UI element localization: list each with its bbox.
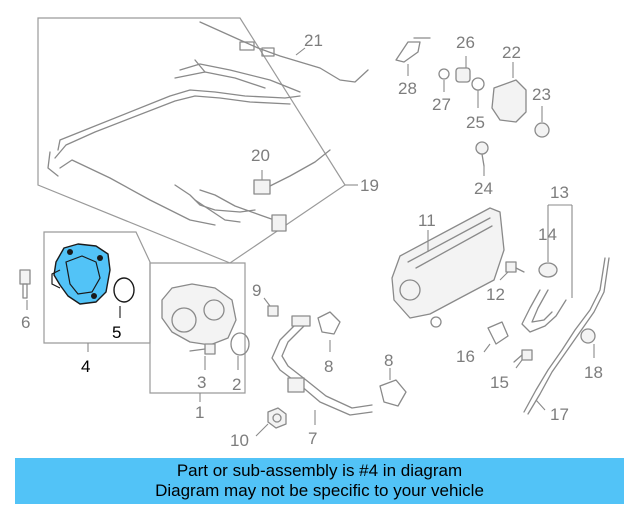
callout-28: 28 [398, 79, 417, 98]
callout-17: 17 [550, 405, 569, 424]
callout-9: 9 [252, 281, 261, 300]
part-5-gasket [113, 277, 135, 318]
callout-15: 15 [490, 373, 509, 392]
callout-3: 3 [197, 373, 206, 392]
callout-19: 19 [360, 176, 379, 195]
part-21-pipe [199, 21, 369, 83]
banner-line-2: Diagram may not be specific to your vehi… [155, 481, 484, 500]
callout-6: 6 [21, 313, 30, 332]
part-11-egr-cooler [391, 207, 505, 328]
harness-frame [37, 17, 358, 264]
part-17-tube [523, 257, 610, 415]
callout-8b: 8 [384, 351, 393, 370]
callout-13: 13 [550, 183, 569, 202]
info-banner: Part or sub-assembly is #4 in diagram Di… [15, 458, 624, 504]
callout-20: 20 [251, 146, 270, 165]
callout-26: 26 [456, 33, 475, 52]
part-26-grommet [455, 56, 471, 83]
part-23-nut [534, 106, 550, 138]
callout-14: 14 [538, 225, 557, 244]
part-25-washer [471, 77, 485, 108]
part-6-bolt [19, 269, 31, 310]
part-22-sensor [491, 62, 527, 123]
part-15-bolt [513, 349, 533, 369]
callout-18: 18 [584, 363, 603, 382]
callout-21: 21 [304, 31, 323, 50]
part-27-washer [438, 68, 450, 92]
callout-10: 10 [230, 431, 249, 450]
part-3-bolt [189, 343, 216, 370]
part-2-gasket [230, 332, 250, 370]
callout-5: 5 [112, 323, 121, 342]
part-12-bolt [499, 261, 525, 281]
part-20-sensor [253, 149, 331, 232]
callout-8a: 8 [324, 357, 333, 376]
part-8-gasket-a [317, 311, 341, 352]
part-16-gasket [483, 321, 509, 353]
banner-line-1: Part or sub-assembly is #4 in diagram [176, 461, 463, 480]
part-13-bracket [547, 204, 573, 298]
callout-1: 1 [195, 403, 204, 422]
part-19-harness [47, 59, 301, 226]
callout-27: 27 [432, 95, 451, 114]
callout-7: 7 [308, 429, 317, 448]
part-4-egr-valve [51, 243, 111, 305]
part-24-bolt [475, 141, 489, 176]
callout-23: 23 [532, 85, 551, 104]
part-1-egr-assembly [161, 283, 237, 346]
part-1-frame [149, 262, 246, 402]
callout-2: 2 [232, 375, 241, 394]
part-9-bolt [263, 297, 279, 317]
callout-25: 25 [466, 113, 485, 132]
callout-11: 11 [418, 211, 436, 230]
part-14-fitting [538, 262, 558, 278]
part-13-hose [521, 289, 567, 333]
callout-16: 16 [456, 347, 475, 366]
callout-4: 4 [81, 357, 90, 376]
part-28-bracket [395, 37, 431, 76]
callout-12: 12 [486, 285, 505, 304]
part-7-pipe [271, 315, 373, 425]
part-10-nut [255, 407, 287, 437]
part-8-gasket-b [379, 368, 407, 407]
callout-24: 24 [474, 179, 493, 198]
callout-22: 22 [502, 43, 521, 62]
part-18-cap [580, 328, 596, 358]
